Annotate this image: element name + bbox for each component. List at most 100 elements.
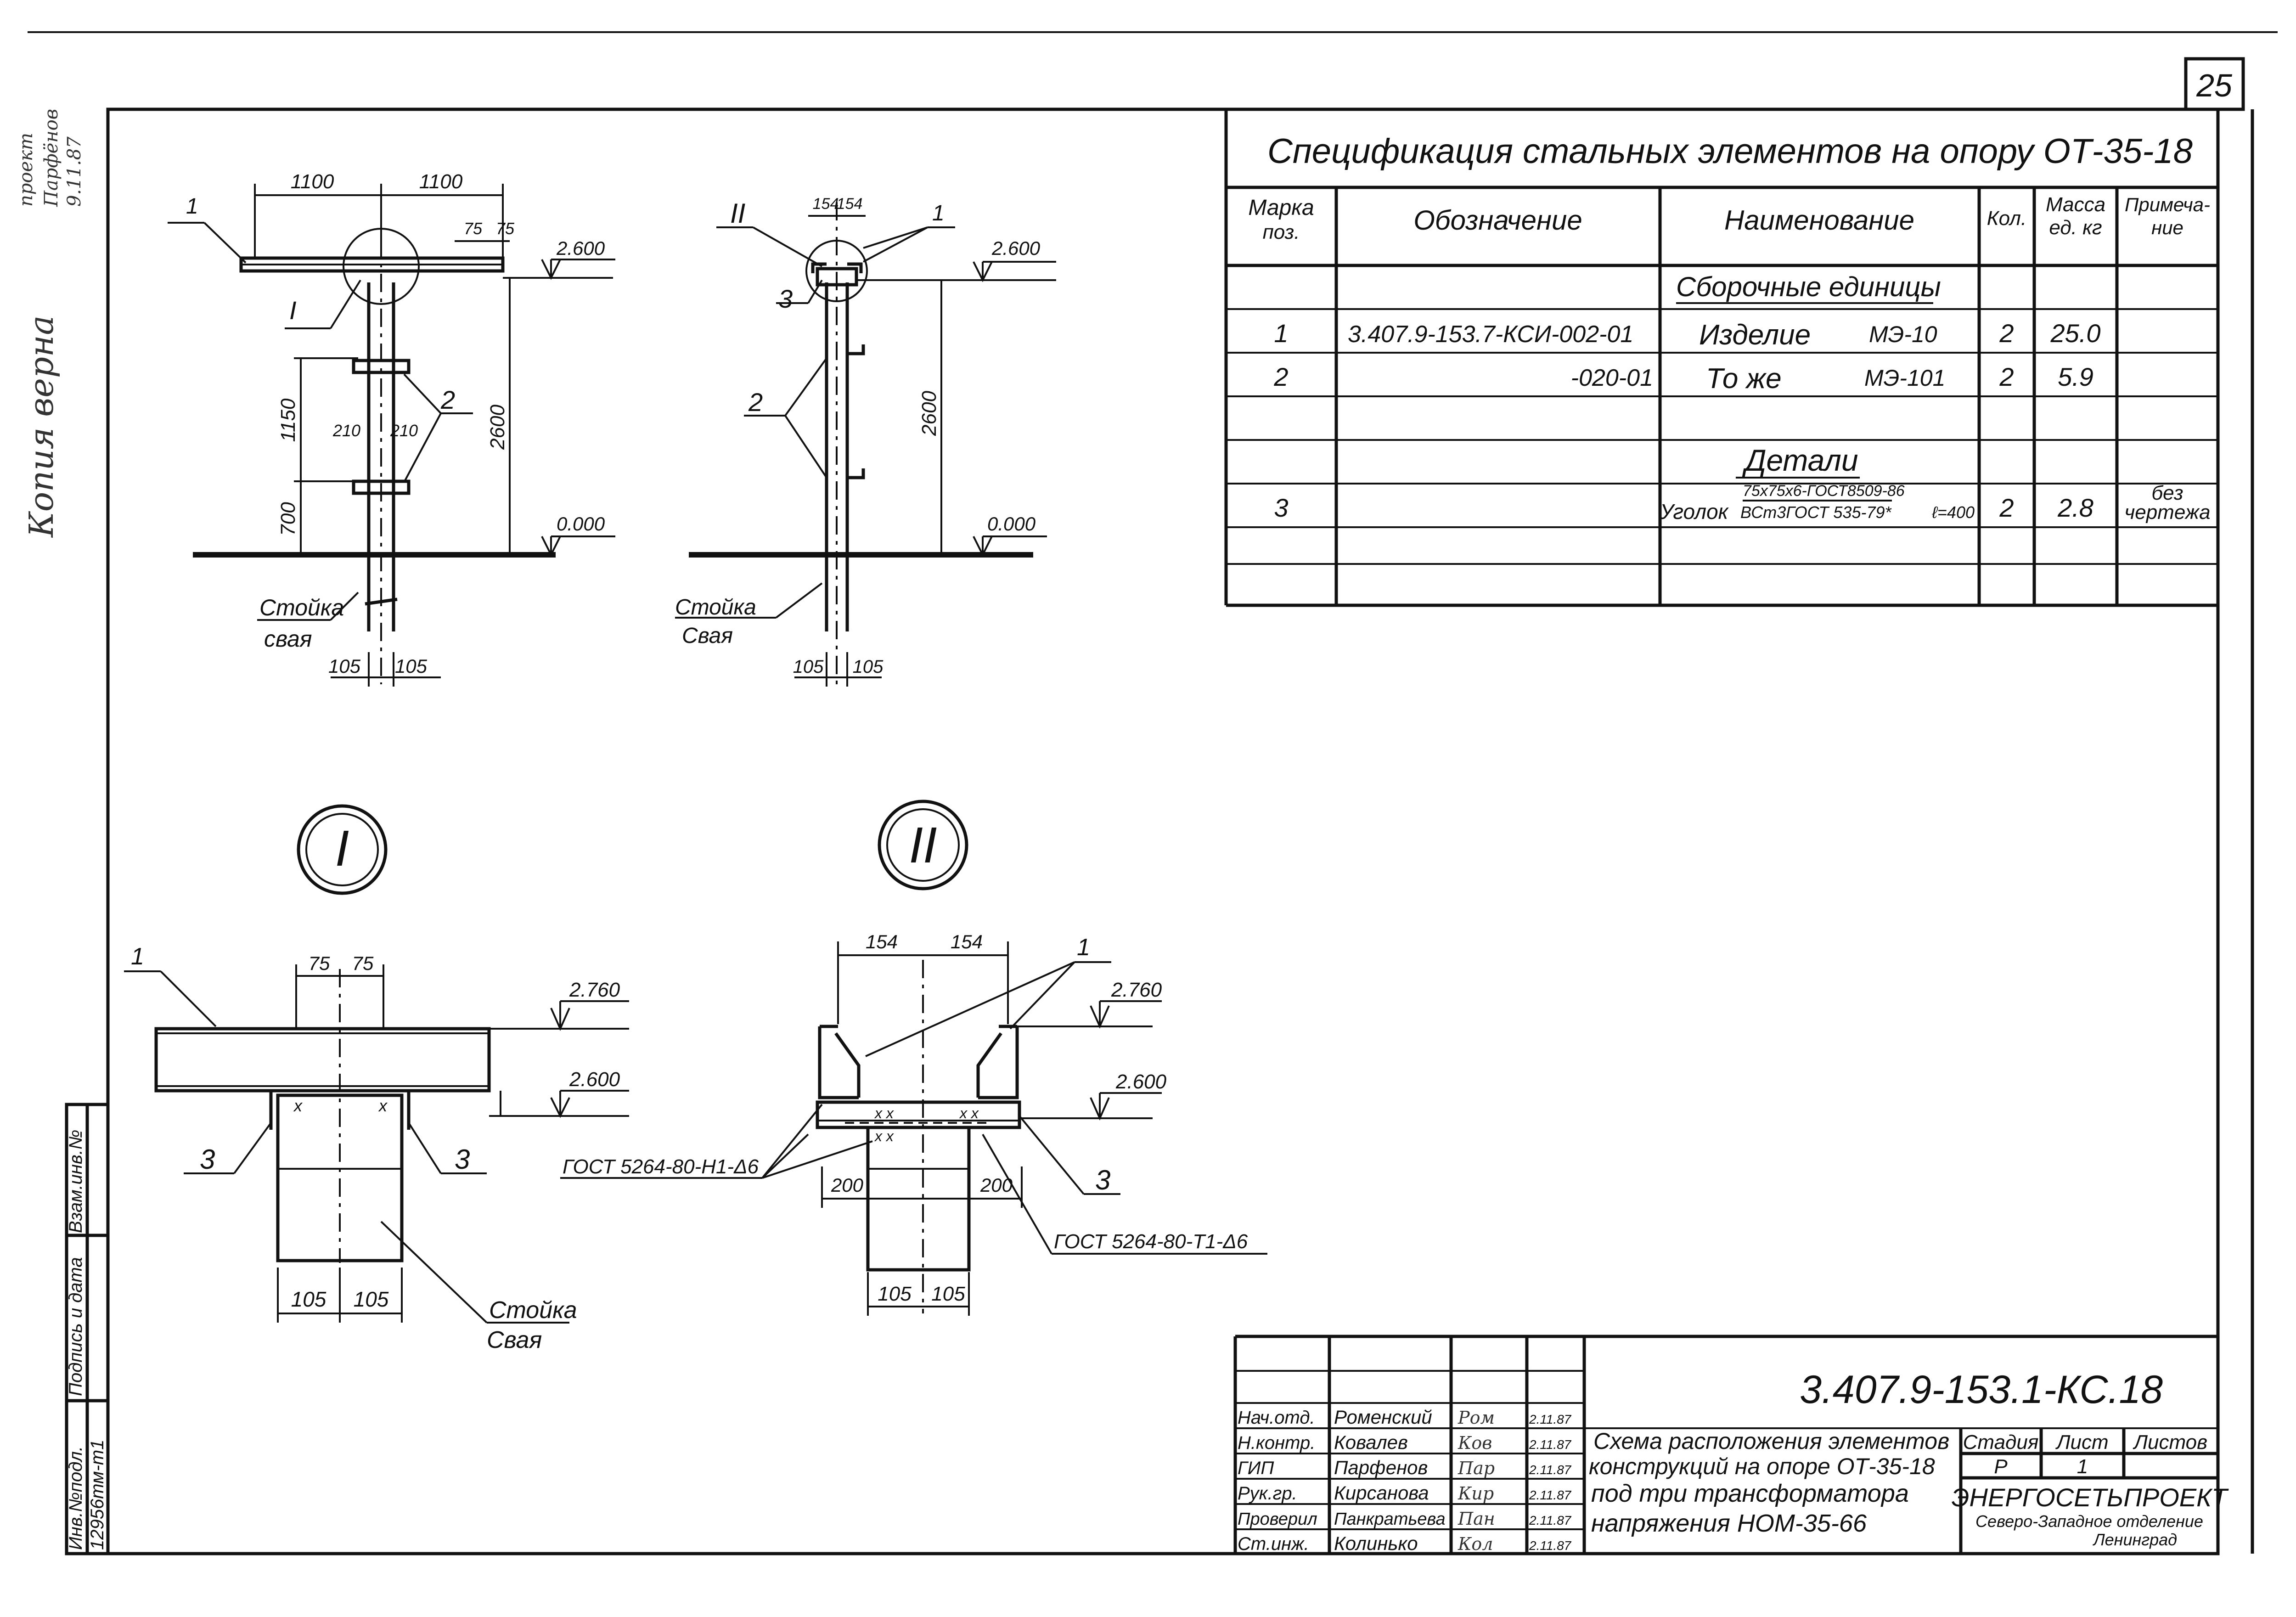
title-line-2: конструкций на опоре ОТ-35-18 xyxy=(1589,1454,1935,1479)
header-qty: Кол. xyxy=(1987,207,2026,230)
spec-table: Спецификация стальных элементов на опору… xyxy=(1224,109,2218,607)
signer-5-name: Панкратьева xyxy=(1334,1510,1446,1529)
signer-3-role: ГИП xyxy=(1238,1458,1274,1478)
sheet-number-box xyxy=(2184,57,2245,111)
side-elev-ground: 0.000 xyxy=(987,513,1036,535)
side-post-label-1: Стойка xyxy=(675,595,756,620)
detail-II-dim-154b: 154 xyxy=(951,931,983,952)
detail-II-pos1: 1 xyxy=(1077,934,1090,961)
detail-I: I x x 75 75 2.760 2.600 1 3 xyxy=(124,804,873,1353)
side-section-mark: II xyxy=(730,198,745,229)
front-post-label-1: Стойка xyxy=(259,595,344,620)
detail-I-dim-105a: 105 xyxy=(291,1287,326,1311)
row1-mark: 1 xyxy=(1274,319,1288,348)
side-elev-top: 2.600 xyxy=(991,237,1041,259)
row1-mass: 25.0 xyxy=(2050,319,2101,348)
front-dim-1100-right: 1100 xyxy=(419,170,463,193)
detail-I-label: I xyxy=(335,820,349,877)
copy-true-note: Копия верна xyxy=(22,316,61,538)
row2-designation: -020-01 xyxy=(1571,365,1653,391)
signer-5-role: Проверил xyxy=(1238,1510,1317,1529)
detail-I-post-label-1: Стойка xyxy=(489,1297,577,1324)
row3-profile-bottom: ВСт3ГОСТ 535-79* xyxy=(1740,503,1892,522)
side-view: 154 154 II 1 3 2 2.600 0.000 2600 Стойка… xyxy=(675,195,1056,687)
detail-II: II x x x x x x 154 154 1 2.760 xyxy=(816,800,1267,1316)
header-mass-1: Масса xyxy=(2046,193,2105,216)
row1-name: Изделие xyxy=(1699,319,1811,351)
detail-I-dim-75b: 75 xyxy=(352,952,374,974)
margin-note-line-2: Парфёнов xyxy=(41,109,62,207)
front-dim-75b: 75 xyxy=(496,219,515,238)
row1-code: МЭ-10 xyxy=(1869,321,1937,347)
detail-II-dim-200a: 200 xyxy=(831,1174,864,1196)
detail-I-dim-105b: 105 xyxy=(354,1287,389,1311)
signer-3-date: 2.11.87 xyxy=(1529,1463,1572,1477)
org-name: ЭНЕРГОСЕТЬПРОЕКТ xyxy=(1952,1483,2229,1512)
beam-detail-I xyxy=(154,1027,491,1093)
detail-II-callout xyxy=(805,240,868,302)
margin-note: Копия верна проект Парфёнов 9.11.87 xyxy=(16,109,85,538)
row2-mark: 2 xyxy=(1273,362,1288,391)
detail-II-dim-105b: 105 xyxy=(931,1283,965,1305)
detail-II-weld-note: ГОСТ 5264-80-Т1-Δ6 xyxy=(1054,1230,1248,1253)
front-post-label-2: свая xyxy=(264,626,312,652)
header-note-1: Примеча- xyxy=(2125,194,2210,215)
signer-4-name: Кирсанова xyxy=(1334,1482,1429,1504)
header-mass-2: ед. кг xyxy=(2049,216,2102,239)
row2-mass: 5.9 xyxy=(2058,362,2093,391)
section-assembly: Сборочные единицы xyxy=(1676,271,1941,302)
row1-designation: 3.407.9-153.7-КСИ-002-01 xyxy=(1348,321,1633,348)
detail-II-elev-bottom: 2.600 xyxy=(1115,1070,1167,1093)
margin-note-line-3: 9.11.87 xyxy=(64,136,85,207)
header-designation: Обозначение xyxy=(1413,205,1582,236)
side-dim-105b: 105 xyxy=(853,657,884,677)
signer-6-role: Ст.инж. xyxy=(1238,1534,1309,1554)
stamp-replace: Взам.инв.№ xyxy=(66,1130,86,1233)
front-dim-105b: 105 xyxy=(395,655,428,677)
row2-code: МЭ-101 xyxy=(1864,365,1945,391)
signer-2-signature: Ков xyxy=(1458,1433,1492,1453)
header-name: Наименование xyxy=(1724,205,1914,236)
stamp-sign: Подпись и дата xyxy=(66,1257,86,1396)
signer-4-role: Рук.гр. xyxy=(1238,1483,1297,1504)
bracket-side xyxy=(816,267,858,287)
front-elev-ground: 0.000 xyxy=(557,513,605,535)
front-view: 1100 1100 75 75 2.600 0.000 2600 1150 70… xyxy=(168,170,615,687)
signer-5-date: 2.11.87 xyxy=(1529,1513,1572,1527)
front-dim-75a: 75 xyxy=(464,219,483,238)
signer-4-date: 2.11.87 xyxy=(1529,1488,1572,1502)
side-dim-154b: 154 xyxy=(837,195,863,213)
clamp-lower xyxy=(352,479,411,495)
stamp-inv: Инв.№подл. xyxy=(66,1446,86,1550)
detail-I-pos3-right: 3 xyxy=(455,1144,470,1175)
side-pos3: 3 xyxy=(778,284,793,313)
front-section-mark: I xyxy=(289,296,297,325)
stage-value: Р xyxy=(1994,1455,2008,1478)
front-elev-top: 2.600 xyxy=(556,237,605,259)
title-line-3: под три трансформатора xyxy=(1591,1480,1909,1507)
side-dim-154a: 154 xyxy=(813,195,839,213)
front-dim-1100-left: 1100 xyxy=(291,170,334,193)
row3-mark: 3 xyxy=(1274,493,1288,522)
signer-1-date: 2.11.87 xyxy=(1529,1412,1572,1426)
org-sub-2: Ленинград xyxy=(2093,1530,2177,1549)
side-pos1: 1 xyxy=(932,201,945,225)
section-details: Детали xyxy=(1742,443,1858,477)
sheet-number: 25 xyxy=(2196,68,2233,103)
front-dim-700: 700 xyxy=(277,502,299,536)
detail-II-pos3: 3 xyxy=(1095,1165,1110,1195)
row3-qty: 2 xyxy=(1999,493,2014,522)
signer-6-signature: Кол xyxy=(1458,1534,1493,1554)
detail-I-pos3-left: 3 xyxy=(200,1144,215,1175)
detail-II-dim-105a: 105 xyxy=(878,1283,912,1305)
side-pos2: 2 xyxy=(748,388,763,417)
stage-label: Стадия xyxy=(1963,1431,2039,1454)
header-note-2: ние xyxy=(2151,217,2183,238)
svg-text:x: x xyxy=(378,1096,388,1115)
signer-1-signature: Ром xyxy=(1458,1408,1495,1428)
row3-note-1: без xyxy=(2151,482,2183,504)
row3-mass: 2.8 xyxy=(2057,493,2093,522)
row2-name: То же xyxy=(1706,363,1782,394)
title-block: 3.407.9-153.1-КС.18 Схема расположения э… xyxy=(1233,1335,2229,1554)
